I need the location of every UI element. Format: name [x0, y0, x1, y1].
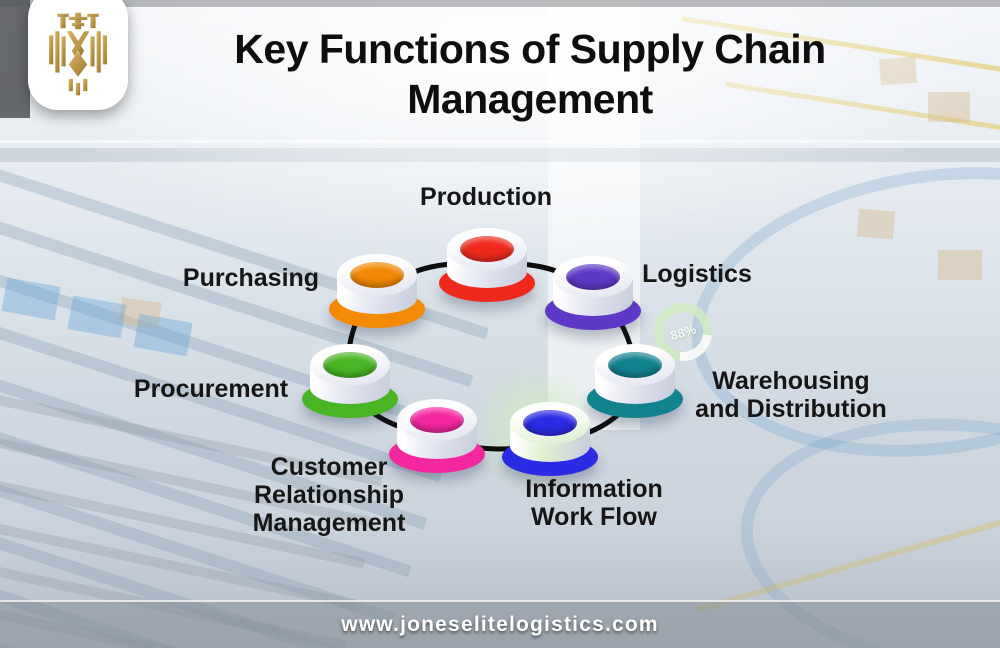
label-information-work-flow: Information Work Flow	[525, 475, 663, 531]
page-title-line2: Management	[407, 76, 653, 122]
background-box	[856, 208, 896, 240]
node-color-disc	[410, 407, 464, 433]
lion-crest-icon	[49, 12, 107, 96]
label-line: Customer	[270, 453, 388, 481]
background-conveyor-loop	[672, 137, 1000, 487]
background-walkway	[0, 148, 1000, 162]
background-rail	[0, 140, 1000, 143]
node-color-disc	[608, 352, 662, 378]
node-information-work-flow	[502, 398, 598, 476]
label-warehousing-and-distribution: Warehousing and Distribution	[695, 367, 887, 423]
background-dark-strip	[0, 0, 1000, 7]
footer-bar: www.joneselitelogistics.com	[0, 600, 1000, 648]
background-box	[118, 297, 162, 329]
page-title-line1: Key Functions of Supply Chain	[234, 26, 826, 72]
label-purchasing: Purchasing	[183, 264, 319, 292]
node-color-disc	[566, 264, 620, 290]
label-line: and Distribution	[695, 395, 887, 423]
background-blue-bin	[1, 277, 61, 321]
label-line: Purchasing	[182, 264, 320, 292]
node-warehousing	[587, 340, 683, 418]
label-line: Management	[252, 509, 406, 537]
label-line: Logistics	[642, 260, 752, 288]
page-title: Key Functions of Supply Chain Management	[120, 24, 940, 124]
node-color-disc	[523, 410, 577, 436]
label-line: Production	[420, 183, 552, 211]
logo	[28, 0, 128, 110]
node-color-disc	[323, 352, 377, 378]
background-yellow-rail	[695, 513, 1000, 613]
label-line: Information	[525, 475, 663, 503]
node-color-disc	[460, 236, 514, 262]
node-color-disc	[350, 262, 404, 288]
label-line: Relationship	[253, 481, 404, 509]
node-production	[439, 224, 535, 302]
background-box	[938, 250, 982, 280]
label-logistics: Logistics	[642, 260, 752, 288]
label-line: Warehousing	[712, 367, 870, 395]
background-blue-bin	[67, 295, 127, 339]
background-dark-corner	[0, 0, 30, 118]
label-customer-relationship-management: Customer Relationship Management	[253, 453, 406, 537]
node-logistics	[545, 252, 641, 330]
label-line: Work Flow	[531, 503, 657, 531]
node-procurement	[302, 340, 398, 418]
label-production: Production	[420, 183, 552, 211]
background-blue-bin	[133, 313, 193, 357]
website-url: www.joneselitelogistics.com	[341, 613, 659, 636]
label-procurement: Procurement	[134, 375, 288, 403]
node-purchasing	[329, 250, 425, 328]
label-line: Procurement	[133, 375, 289, 403]
